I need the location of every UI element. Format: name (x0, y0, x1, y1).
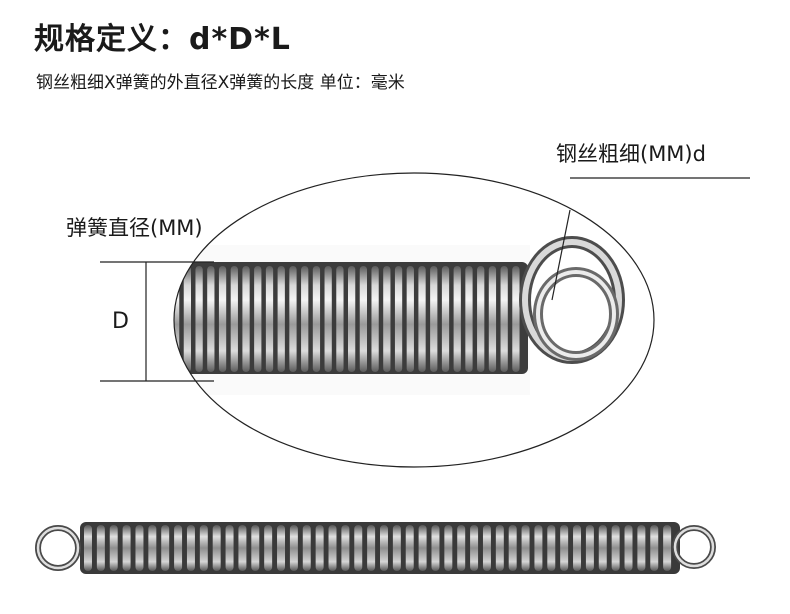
full-coil (148, 525, 157, 571)
zoomed-coil (383, 266, 391, 372)
full-coil (624, 525, 633, 571)
full-coil (392, 525, 401, 571)
full-coil (560, 525, 569, 571)
full-coil (470, 525, 479, 571)
zoomed-coil (418, 266, 426, 372)
full-coil (457, 525, 466, 571)
zoomed-coil (336, 266, 344, 372)
zoomed-coil (394, 266, 403, 372)
zoomed-coil (195, 266, 203, 372)
full-coil (585, 525, 594, 571)
zoomed-coil (207, 266, 215, 372)
spring-hook-zoomed (519, 236, 625, 364)
zoomed-coil (406, 266, 414, 372)
page-title: 规格定义：d*D*L (34, 22, 291, 57)
full-coil (199, 525, 208, 571)
full-coil (109, 525, 118, 571)
spring-hook-right (672, 525, 716, 569)
full-coil (315, 525, 324, 571)
zoomed-coil (430, 266, 438, 372)
full-coil (251, 525, 260, 571)
full-coil (663, 525, 672, 571)
full-coil (135, 525, 144, 571)
full-coil (289, 525, 298, 571)
zoomed-coil (512, 266, 520, 372)
full-coil (84, 525, 92, 571)
zoomed-coil (242, 266, 250, 372)
full-coil (238, 525, 247, 571)
zoomed-coil (277, 266, 285, 372)
full-coil (495, 525, 504, 571)
full-coil (186, 525, 195, 571)
zoomed-coil (289, 266, 297, 372)
full-coil (521, 525, 530, 571)
full-coil (277, 525, 286, 571)
wire-pointer (551, 209, 571, 301)
spring-diameter-label: 弹簧直径(MM) (66, 216, 203, 240)
zoomed-coil (254, 266, 262, 372)
zoomed-coil (265, 266, 274, 372)
full-coil (418, 525, 427, 571)
full-coil (482, 525, 491, 571)
full-coil (225, 525, 234, 571)
zoomed-spring (174, 236, 625, 395)
full-coil (405, 525, 414, 571)
full-coil (637, 525, 646, 571)
full-coil (444, 525, 453, 571)
zoomed-coil (453, 266, 461, 372)
zoomed-coil (301, 266, 309, 372)
zoomed-coil (441, 266, 450, 372)
full-coil (431, 525, 440, 571)
full-coil (161, 525, 170, 571)
full-coil (328, 525, 337, 571)
full-coil (96, 525, 105, 571)
zoomed-coil (174, 266, 180, 372)
full-coil (650, 525, 659, 571)
full-coil (611, 525, 620, 571)
full-coil (367, 525, 376, 571)
full-coil (264, 525, 273, 571)
zoomed-coil (359, 266, 367, 372)
zoomed-coil (477, 266, 485, 372)
wire-thickness-label: 钢丝粗细(MM)d (556, 142, 706, 166)
full-coil (341, 525, 350, 571)
full-coil (534, 525, 543, 571)
diameter-symbol: D (112, 309, 129, 334)
zoomed-coil (371, 266, 379, 372)
full-coil (212, 525, 221, 571)
zoomed-coil (348, 266, 356, 372)
magnifier-ellipse (173, 172, 655, 468)
full-coil (508, 525, 517, 571)
zoomed-coil (183, 266, 191, 372)
full-coil (122, 525, 131, 571)
full-coil (547, 525, 556, 571)
full-coil (380, 525, 388, 571)
full-coil (302, 525, 311, 571)
page-subtitle: 钢丝粗细X弹簧的外直径X弹簧的长度 单位：毫米 (36, 73, 405, 93)
zoomed-coil (465, 266, 473, 372)
full-coil (573, 525, 582, 571)
spring-hook-left (35, 525, 81, 571)
zoomed-coil (488, 266, 497, 372)
zoomed-coil (230, 266, 238, 372)
full-coil (174, 525, 183, 571)
full-coil (354, 525, 363, 571)
full-coil (598, 525, 607, 571)
zoomed-coil (324, 266, 332, 372)
diameter-dimension (100, 261, 214, 382)
zoomed-coil (500, 266, 508, 372)
full-spring (35, 522, 716, 574)
zoomed-coil (218, 266, 227, 372)
zoomed-coil (312, 266, 321, 372)
